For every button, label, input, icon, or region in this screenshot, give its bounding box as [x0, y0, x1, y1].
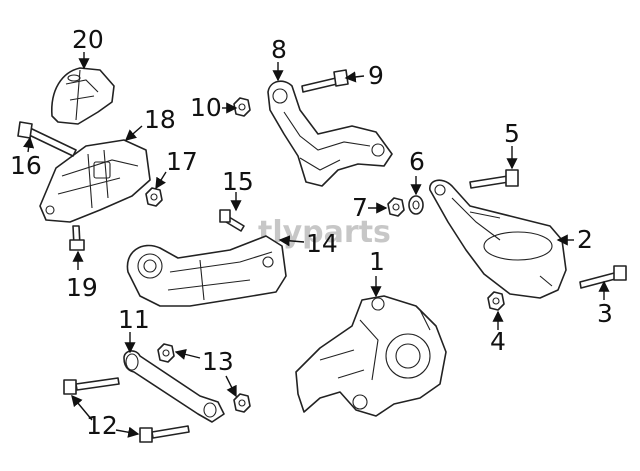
callout-16: 16: [10, 151, 42, 180]
part-13-nut-lower: [233, 393, 251, 413]
part-19-bolt: [69, 225, 85, 251]
callout-19: 19: [66, 273, 98, 302]
callout-8: 8: [271, 35, 287, 64]
leader-12: [71, 394, 93, 421]
callout-labels: 20 18 16 17 19 8 9 10 15 14 7 6 5 2 4 3 …: [10, 25, 613, 440]
part-7-nut: [387, 197, 405, 217]
callout-7: 7: [352, 193, 368, 222]
part-6-washer: [408, 195, 424, 215]
callout-1: 1: [369, 247, 385, 276]
leader-18: [124, 125, 143, 141]
callout-12: 12: [86, 411, 118, 440]
callout-17: 17: [166, 147, 198, 176]
callout-20: 20: [72, 25, 104, 54]
part-15-bolt: [219, 209, 245, 232]
part-8-upper-arm: [267, 80, 393, 187]
leader-17: [155, 171, 167, 190]
leader-16: [23, 136, 35, 153]
callout-11: 11: [118, 305, 150, 334]
part-5-bolt: [469, 169, 519, 189]
part-1-knuckle: [295, 295, 447, 417]
part-14-lower-arm: [126, 235, 287, 307]
callout-18: 18: [144, 105, 176, 134]
part-4-nut: [487, 291, 505, 311]
part-3-bolt: [579, 265, 627, 289]
part-18-bracket: [39, 139, 151, 223]
leader-9: [344, 71, 365, 83]
leader-13: [174, 348, 201, 360]
callout-9: 9: [368, 61, 384, 90]
part-10-nut: [233, 97, 251, 117]
callout-15: 15: [222, 167, 254, 196]
part-12-bolt-lower: [139, 425, 190, 443]
part-2-trailing-arm: [429, 179, 567, 299]
callout-6: 6: [409, 147, 425, 176]
leader-13b: [225, 375, 237, 398]
leader-12b: [115, 426, 140, 438]
leader-14: [278, 235, 305, 247]
part-20-cover: [51, 67, 115, 125]
part-13-nut-upper: [157, 343, 175, 363]
part-12-bolt-upper: [63, 377, 120, 395]
callout-4: 4: [490, 327, 506, 356]
callout-3: 3: [597, 299, 613, 328]
callout-10: 10: [190, 93, 222, 122]
part-17-nut: [145, 187, 163, 207]
callout-13: 13: [202, 347, 234, 376]
callout-5: 5: [504, 119, 520, 148]
part-9-bolt: [301, 69, 349, 93]
leader-lines: [23, 52, 610, 438]
callout-14: 14: [306, 229, 338, 258]
callout-2: 2: [577, 225, 593, 254]
